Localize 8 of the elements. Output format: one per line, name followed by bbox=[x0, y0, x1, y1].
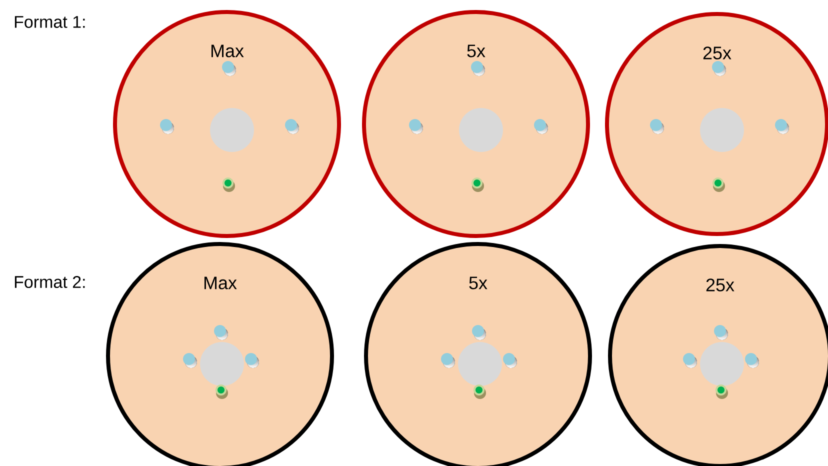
dish: Max bbox=[106, 242, 334, 466]
row-label: Format 1: bbox=[14, 16, 85, 28]
row-label: Format 2: bbox=[14, 276, 85, 288]
dish: Max bbox=[113, 10, 341, 238]
dish: 25x bbox=[605, 12, 828, 236]
dish: 5x bbox=[364, 242, 592, 466]
dish: 5x bbox=[362, 10, 590, 238]
dish: 25x bbox=[608, 244, 828, 466]
